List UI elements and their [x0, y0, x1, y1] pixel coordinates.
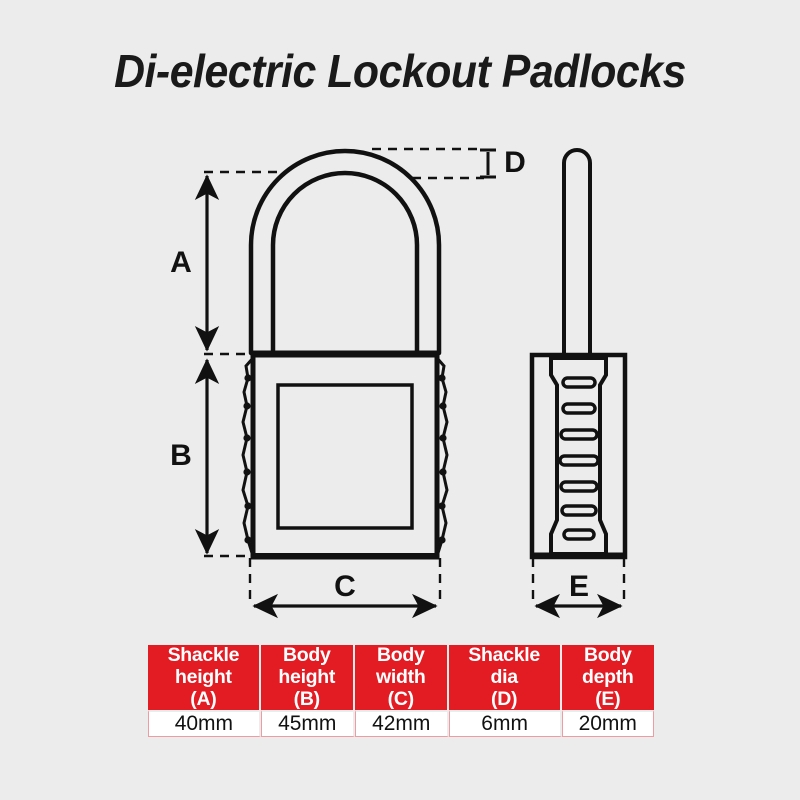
header-line-1: Shackle [468, 644, 540, 666]
header-line-1: Body [376, 644, 425, 666]
specification-table: Shackle height (A) Body height (B) Body … [148, 644, 654, 738]
value-cell-body-depth: 20mm [561, 710, 654, 738]
body-rib-dot [243, 402, 251, 410]
value-cell-body-width: 42mm [354, 710, 449, 738]
grip-slot [561, 376, 597, 389]
header-line-2: depth [581, 665, 634, 688]
body-rib-dot [244, 374, 252, 382]
header-line-1: Body [282, 644, 331, 666]
body-rib-dot [439, 434, 447, 442]
header-cell-shackle-height: Shackle height (A) [148, 644, 261, 711]
padlock-side-view [529, 148, 628, 560]
padlock-front-view [241, 148, 449, 560]
side-shackle-pin [562, 148, 592, 357]
header-line-1: Body [583, 644, 632, 666]
header-line-3: (A) [190, 687, 217, 710]
header-line-2: dia [490, 665, 518, 688]
grip-slot [560, 504, 598, 517]
grip-slot [561, 402, 597, 415]
grip-slot [558, 454, 600, 467]
body-rib-dot [438, 374, 446, 382]
header-line-3: (B) [293, 687, 320, 710]
body-rib-dot [438, 502, 446, 510]
grip-slot [559, 480, 599, 493]
dimension-label-c: C [334, 570, 356, 603]
value-cell-shackle-height: 40mm [148, 710, 261, 738]
page-title: Di-electric Lockout Padlocks [114, 45, 686, 97]
header-cell-shackle-dia: Shackle dia (D) [448, 644, 562, 711]
header-line-3: (E) [595, 687, 621, 710]
value-cell-body-height: 45mm [260, 710, 355, 738]
grip-slot [559, 428, 599, 441]
dimension-arrows [194, 148, 623, 619]
value-cell-shackle-dia: 6mm [448, 710, 562, 738]
body-label-panel [276, 383, 414, 530]
header-line-2: height [175, 665, 232, 688]
header-line-2: width [376, 665, 426, 688]
table-value-row: 40mm 45mm 42mm 6mm 20mm [148, 710, 654, 738]
body-rib-dot [439, 402, 447, 410]
header-line-3: (D) [491, 687, 518, 710]
body-rib-dot [244, 502, 252, 510]
dimension-extension-lines [204, 147, 626, 602]
dimension-label-a: A [170, 246, 192, 279]
body-rib-dot [438, 536, 446, 544]
table-header-row: Shackle height (A) Body height (B) Body … [148, 644, 654, 711]
body-rib-dot [243, 434, 251, 442]
dimension-label-d: D [504, 146, 526, 179]
header-cell-body-height: Body height (B) [260, 644, 355, 711]
dimension-label-b: B [170, 439, 192, 472]
header-cell-body-width: Body width (C) [354, 644, 449, 711]
header-line-3: (C) [387, 687, 414, 710]
grip-slot [562, 528, 596, 541]
header-line-2: height [278, 665, 336, 688]
header-line-1: Shackle [167, 644, 240, 666]
header-cell-body-depth: Body depth (E) [561, 644, 654, 711]
dimension-label-e: E [568, 570, 589, 603]
body-rib-dot [243, 468, 251, 476]
shackle-outline [248, 148, 442, 356]
body-rib-dot [439, 468, 447, 476]
body-rib-dot [244, 536, 252, 544]
